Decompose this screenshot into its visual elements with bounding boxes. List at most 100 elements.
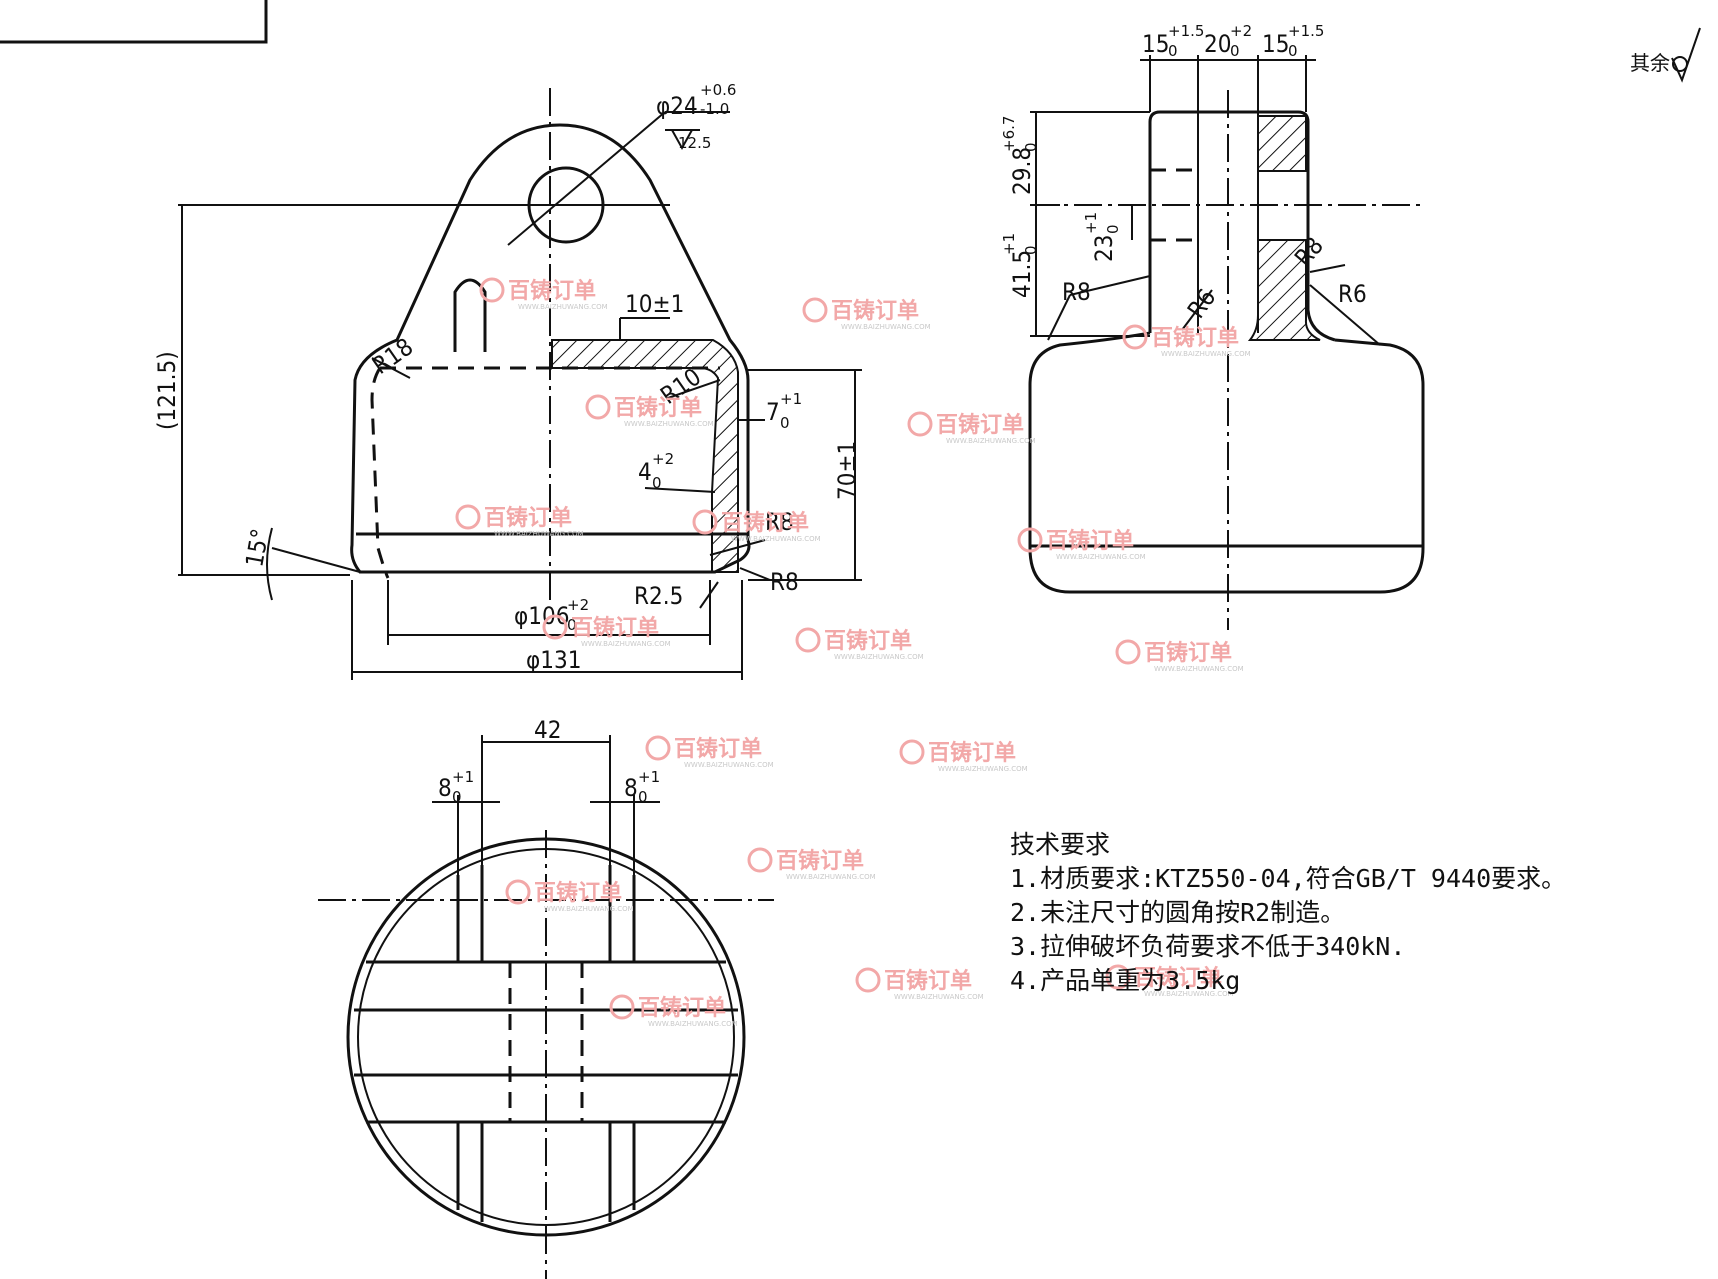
front-slot — [453, 278, 487, 352]
watermark-text: 百铸订单 — [776, 848, 864, 874]
dim-R2-5: R2.5 — [634, 582, 683, 610]
watermark-url: WWW.BAIZHUWANG.COM — [946, 437, 1036, 445]
watermark-url: WWW.BAIZHUWANG.COM — [731, 535, 821, 543]
dim-top-span: 42 — [534, 716, 561, 744]
dim-angle-15: 15° — [240, 526, 274, 569]
watermark-url: WWW.BAIZHUWANG.COM — [581, 640, 671, 648]
watermark-url: WWW.BAIZHUWANG.COM — [894, 993, 984, 1001]
dim-top-rib-left: 8 — [438, 774, 452, 802]
dim-side-wall-sub: 0 — [780, 414, 790, 432]
dim-side-23-sub: 0 — [1104, 224, 1122, 234]
watermark-url: WWW.BAIZHUWANG.COM — [518, 303, 608, 311]
watermark-logo-icon — [802, 297, 828, 323]
dim-hole-tol-upper: +0.6 — [700, 81, 736, 99]
watermark-url: WWW.BAIZHUWANG.COM — [1056, 553, 1146, 561]
watermark-url: WWW.BAIZHUWANG.COM — [786, 873, 876, 881]
watermark-logo-icon — [585, 394, 611, 420]
watermark-text: 百铸订单 — [884, 968, 972, 994]
side-body-outline — [1028, 331, 1425, 594]
dim-height-70: 70±1 — [833, 441, 861, 500]
dim-side-41-5-sup: +1 — [1000, 233, 1018, 255]
side-view: 15 0 +1.5 20 0 +2 15 0 +1.5 29.8 0 +6.7 … — [1000, 22, 1425, 630]
dim-hole-diameter: φ24 — [656, 92, 698, 120]
dim-hole-tol-lower: -1.0 — [700, 100, 729, 118]
side-lug-outline — [1148, 110, 1336, 342]
dim-top-rib-right: 8 — [624, 774, 638, 802]
side-hatch-upper — [1257, 115, 1307, 172]
dim-side-w3: 15 — [1262, 30, 1289, 58]
technical-requirements: 技术要求 1.材质要求:KTZ550-04,符合GB/T 9440要求。 2.未… — [1010, 828, 1566, 998]
watermark-url: WWW.BAIZHUWANG.COM — [684, 761, 774, 769]
watermark-text: 百铸订单 — [831, 298, 919, 324]
notes-item-2: 2.未注尺寸的圆角按R2制造。 — [1010, 898, 1346, 927]
surface-mark-text: 其余 — [1630, 51, 1670, 75]
dim-inner-diameter-sup: +2 — [567, 596, 589, 614]
dim-R8-upper: R8 — [765, 508, 794, 536]
watermark-text: 百铸订单 — [534, 880, 622, 906]
watermark-logo-icon — [1122, 324, 1148, 350]
watermark-text: 百铸订单 — [638, 995, 726, 1021]
dim-top-rib-left-sup: +1 — [452, 768, 474, 786]
watermark-url: WWW.BAIZHUWANG.COM — [494, 530, 584, 538]
dim-side-w2: 20 — [1204, 30, 1231, 58]
front-view: φ24 +0.6 -1.0 12.5 (121.5) R18 10±1 R10 … — [153, 81, 862, 680]
watermark-url: WWW.BAIZHUWANG.COM — [624, 420, 714, 428]
dim-side-w2-sup: +2 — [1230, 22, 1252, 40]
dim-side-wall-sup: +1 — [780, 390, 802, 408]
dim-side-R6-left: R6 — [1182, 284, 1221, 324]
watermark-url: WWW.BAIZHUWANG.COM — [544, 905, 634, 913]
dim-height-121-5: (121.5) — [153, 351, 181, 430]
dim-side-41-5: 41.5 — [1008, 250, 1036, 298]
dim-side-29-8-sup: +6.7 — [1000, 116, 1018, 152]
watermark-text: 百铸订单 — [1134, 965, 1222, 991]
dim-side-wall: 7 — [766, 398, 780, 426]
dim-inner-diameter: φ106 — [514, 602, 569, 630]
roughness-value: 12.5 — [678, 134, 711, 152]
notes-item-1: 1.材质要求:KTZ550-04,符合GB/T 9440要求。 — [1010, 864, 1567, 893]
watermark-url: WWW.BAIZHUWANG.COM — [648, 1020, 738, 1028]
notes-item-3: 3.拉伸破坏负荷要求不低于340kN. — [1010, 932, 1406, 961]
watermark-text: 百铸订单 — [936, 412, 1024, 438]
top-view: 42 8 0 +1 8 0 +1 — [318, 716, 774, 1279]
dim-inner-step: 4 — [638, 458, 652, 486]
watermark-url: WWW.BAIZHUWANG.COM — [1161, 350, 1251, 358]
dim-side-w3-sub: 0 — [1288, 42, 1298, 60]
dim-side-23: 23 — [1090, 235, 1118, 262]
watermark-url: WWW.BAIZHUWANG.COM — [938, 765, 1028, 773]
dim-inner-step-sup: +2 — [652, 450, 674, 468]
dim-side-29-8-sub: 0 — [1022, 142, 1040, 152]
watermark-text: 百铸订单 — [928, 740, 1016, 766]
watermark-text: 百铸订单 — [1046, 528, 1134, 554]
dim-R18: R18 — [367, 333, 418, 380]
dim-inner-step-sub: 0 — [652, 474, 662, 492]
watermark-logo-icon — [795, 627, 821, 653]
watermark-url: WWW.BAIZHUWANG.COM — [1144, 990, 1234, 998]
notes-item-4: 4.产品单重为3.5kg — [1010, 966, 1241, 995]
dim-side-w1-sub: 0 — [1168, 42, 1178, 60]
dim-top-rib-right-sub: 0 — [638, 788, 648, 806]
title-block-corner — [0, 0, 268, 44]
dim-side-29-8: 29.8 — [1008, 147, 1036, 195]
watermark-text: 百铸订单 — [674, 736, 762, 762]
dim-side-w3-sup: +1.5 — [1288, 22, 1324, 40]
watermark-logo-icon — [542, 614, 568, 640]
watermark-logo-icon — [479, 277, 505, 303]
watermark-url: WWW.BAIZHUWANG.COM — [834, 653, 924, 661]
watermark-logo-icon — [1115, 639, 1141, 665]
